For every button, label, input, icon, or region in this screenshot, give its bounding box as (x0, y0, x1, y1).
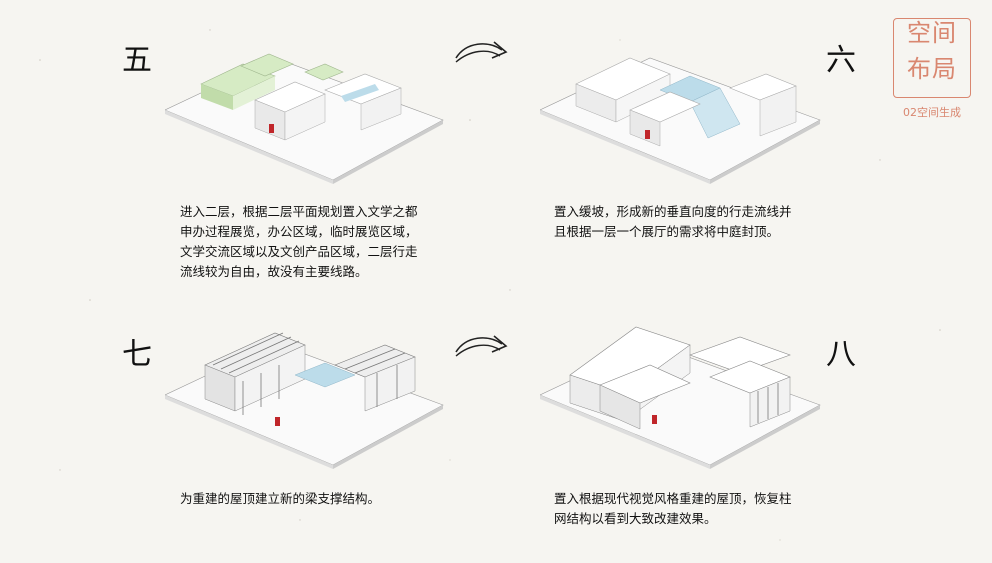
caption-line: 申办过程展览，办公区域，临时展览区域， (180, 224, 418, 239)
badge-line-2: 布局 (907, 55, 957, 83)
curved-arrow-icon (455, 41, 508, 63)
step-number-6: 六 (826, 43, 856, 78)
curved-arrow-icon (455, 335, 508, 357)
caption-line: 置入缓坡，形成新的垂直向度的行走流线并 (554, 204, 792, 219)
caption-step-5: 进入二层，根据二层平面规划置入文学之都 申办过程展览，办公区域，临时展览区域， … (180, 202, 418, 282)
caption-line: 文学交流区域以及文创产品区域，二层行走 (180, 244, 418, 259)
step-number-7: 七 (122, 337, 152, 372)
step-number-5: 五 (122, 43, 152, 78)
caption-line: 为重建的屋顶建立新的梁支撑结构。 (180, 491, 381, 506)
axonometric-diagram-5 (165, 53, 444, 184)
axonometric-diagram-8 (540, 326, 821, 469)
caption-line: 网结构以看到大致改建效果。 (554, 511, 717, 526)
caption-line: 置入根据现代视觉风格重建的屋顶，恢复柱 (554, 491, 792, 506)
caption-step-6: 置入缓坡，形成新的垂直向度的行走流线并 且根据一层一个展厅的需求将中庭封顶。 (554, 202, 792, 242)
caption-line: 进入二层，根据二层平面规划置入文学之都 (180, 204, 418, 219)
caption-line: 流线较为自由，故没有主要线路。 (180, 264, 368, 279)
badge-line-1: 空间 (907, 19, 957, 47)
caption-step-7: 为重建的屋顶建立新的梁支撑结构。 (180, 489, 380, 509)
badge-subtitle: 02空间生成 (903, 106, 961, 119)
axonometric-diagram-6 (540, 57, 821, 184)
caption-line: 且根据一层一个展厅的需求将中庭封顶。 (554, 224, 780, 239)
axonometric-diagram-7 (165, 332, 444, 469)
step-number-8: 八 (826, 337, 856, 372)
section-badge: 空间 布局 (893, 18, 971, 98)
caption-step-8: 置入根据现代视觉风格重建的屋顶，恢复柱 网结构以看到大致改建效果。 (554, 489, 792, 529)
